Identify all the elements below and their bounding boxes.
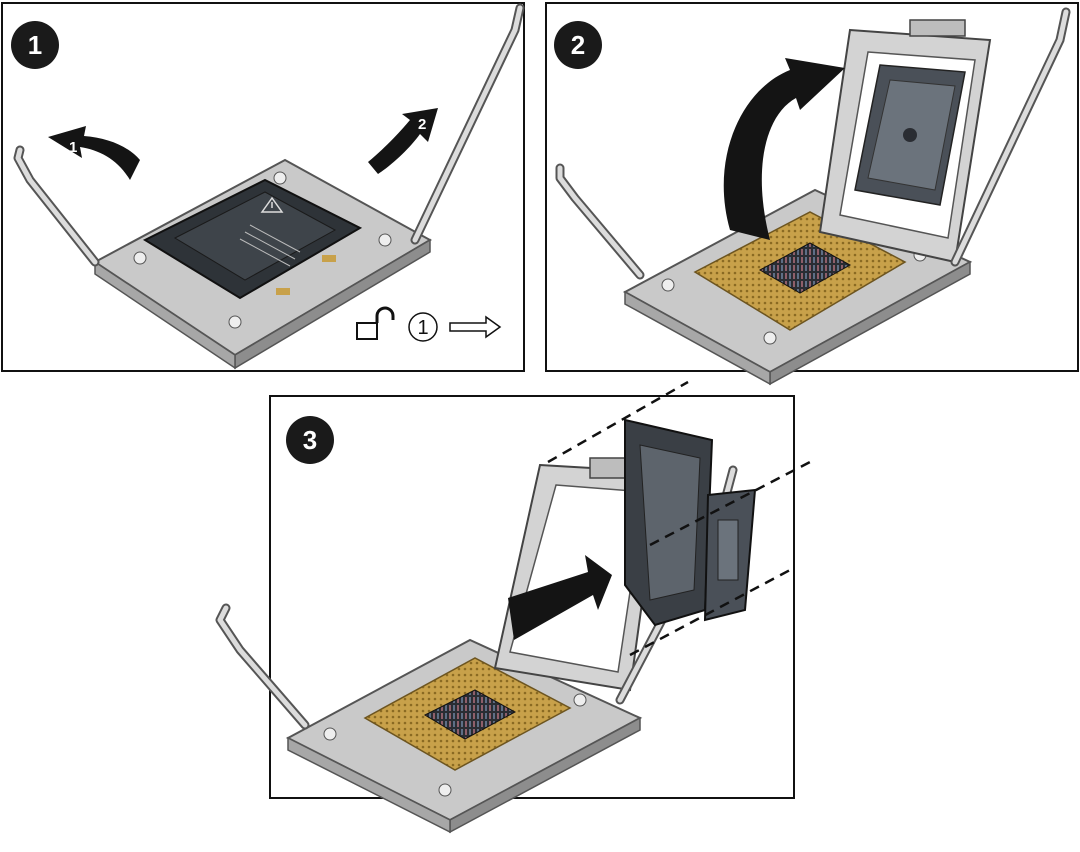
direction-arrow-right-icon <box>449 315 502 339</box>
panel-1: 1 <box>1 2 525 372</box>
load-lever-right-2 <box>950 7 1071 267</box>
open-arrow-2 <box>723 58 845 240</box>
removal-arrow-3 <box>508 555 612 640</box>
step-badge-2: 2 <box>554 21 602 69</box>
load-lever-left-3 <box>215 603 310 730</box>
socket-protective-cover <box>142 178 363 300</box>
arrow-1: 1 <box>48 126 140 180</box>
panel-2: 2 <box>545 2 1079 386</box>
step-number-2: 2 <box>571 30 585 60</box>
unlock-step-number: 1 <box>417 317 428 339</box>
step-number-1: 1 <box>28 30 42 60</box>
arrow-2-label: 2 <box>418 116 426 133</box>
circled-number-icon <box>408 312 438 342</box>
load-lever-left-1 <box>13 145 100 267</box>
step-badge-3: 3 <box>286 416 334 464</box>
step-badge-1: 1 <box>11 21 59 69</box>
socket-center-chip-2 <box>758 242 852 294</box>
unlock-shackle-icon <box>375 306 395 323</box>
arrow-2: 2 <box>368 108 438 174</box>
removed-protective-cover <box>624 418 757 627</box>
load-lever-right-1 <box>410 3 525 245</box>
alignment-lines <box>547 380 811 657</box>
unlock-padlock-icon <box>356 322 378 340</box>
load-lever-left-2 <box>555 163 645 280</box>
arrow-1-label: 1 <box>69 139 77 156</box>
socket-center-chip-3 <box>423 689 517 740</box>
step-number-3: 3 <box>303 425 317 455</box>
unlock-hint: 1 <box>356 306 502 342</box>
